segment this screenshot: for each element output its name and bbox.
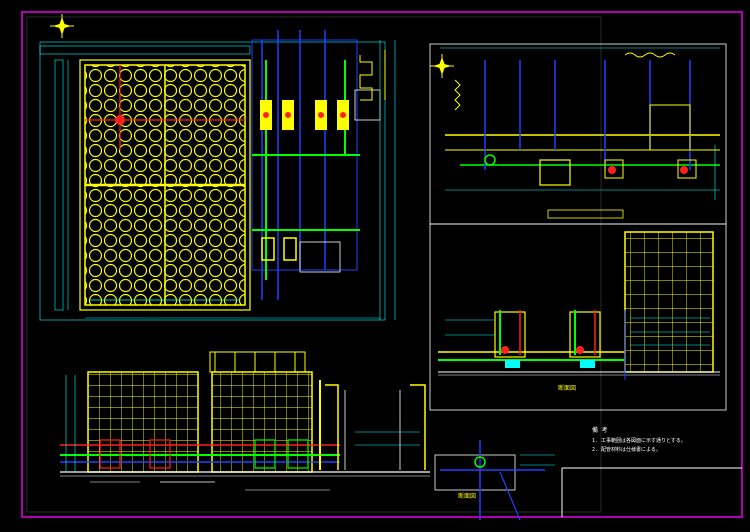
note-line: 2. 配管材料は仕様書による。	[592, 446, 661, 453]
section-title: 断面図	[558, 384, 576, 392]
tank-section	[624, 231, 714, 373]
outer-frame	[21, 11, 743, 518]
tank-elevation	[211, 371, 313, 473]
north-arrow-icon	[430, 54, 454, 78]
note-line: 1. 工事範囲は各図面に示す通りとする。	[592, 437, 686, 444]
inner-frame	[26, 16, 602, 513]
tank-elevation	[87, 371, 199, 473]
section-title: 断面図	[458, 492, 476, 500]
elevation-view	[60, 351, 555, 521]
notes-title: 備 考	[592, 426, 608, 434]
section-detail	[429, 223, 727, 411]
system-diagram	[429, 43, 727, 225]
plan-view	[39, 30, 396, 321]
north-arrow-icon	[50, 14, 74, 38]
